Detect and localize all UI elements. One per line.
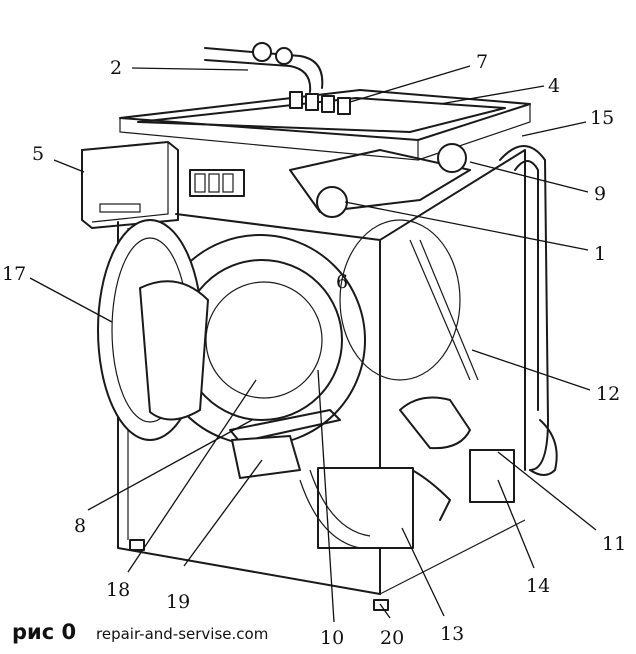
label-12: 12 [596,383,620,405]
control-panel-buttons [189,169,245,197]
top-switches [289,91,351,115]
label-18: 18 [106,579,130,601]
label-8: 8 [74,515,86,537]
label-7: 7 [476,51,488,73]
label-11: 11 [602,533,626,555]
label-10: 10 [320,627,344,649]
label-19: 19 [166,591,190,613]
motor-pump [317,396,515,549]
detergent-drawer [81,141,179,229]
figure-caption: рис 0 [12,620,77,644]
label-9: 9 [594,183,606,205]
source-site: repair-and-servise.com [96,625,269,643]
label-14: 14 [526,575,550,597]
label-2: 2 [110,57,122,79]
callout-labels: 2 7 4 5 15 9 1 17 6 12 11 8 18 19 10 20 … [2,51,626,649]
label-1: 1 [594,243,606,265]
machine-body [81,42,558,611]
label-6: 6 [336,271,348,293]
door [97,219,209,441]
label-4: 4 [548,75,560,97]
label-5: 5 [32,143,44,165]
label-13: 13 [440,623,464,645]
label-17: 17 [2,263,26,285]
leader-lines [29,65,597,623]
label-15: 15 [590,107,614,129]
label-20: 20 [380,627,404,649]
